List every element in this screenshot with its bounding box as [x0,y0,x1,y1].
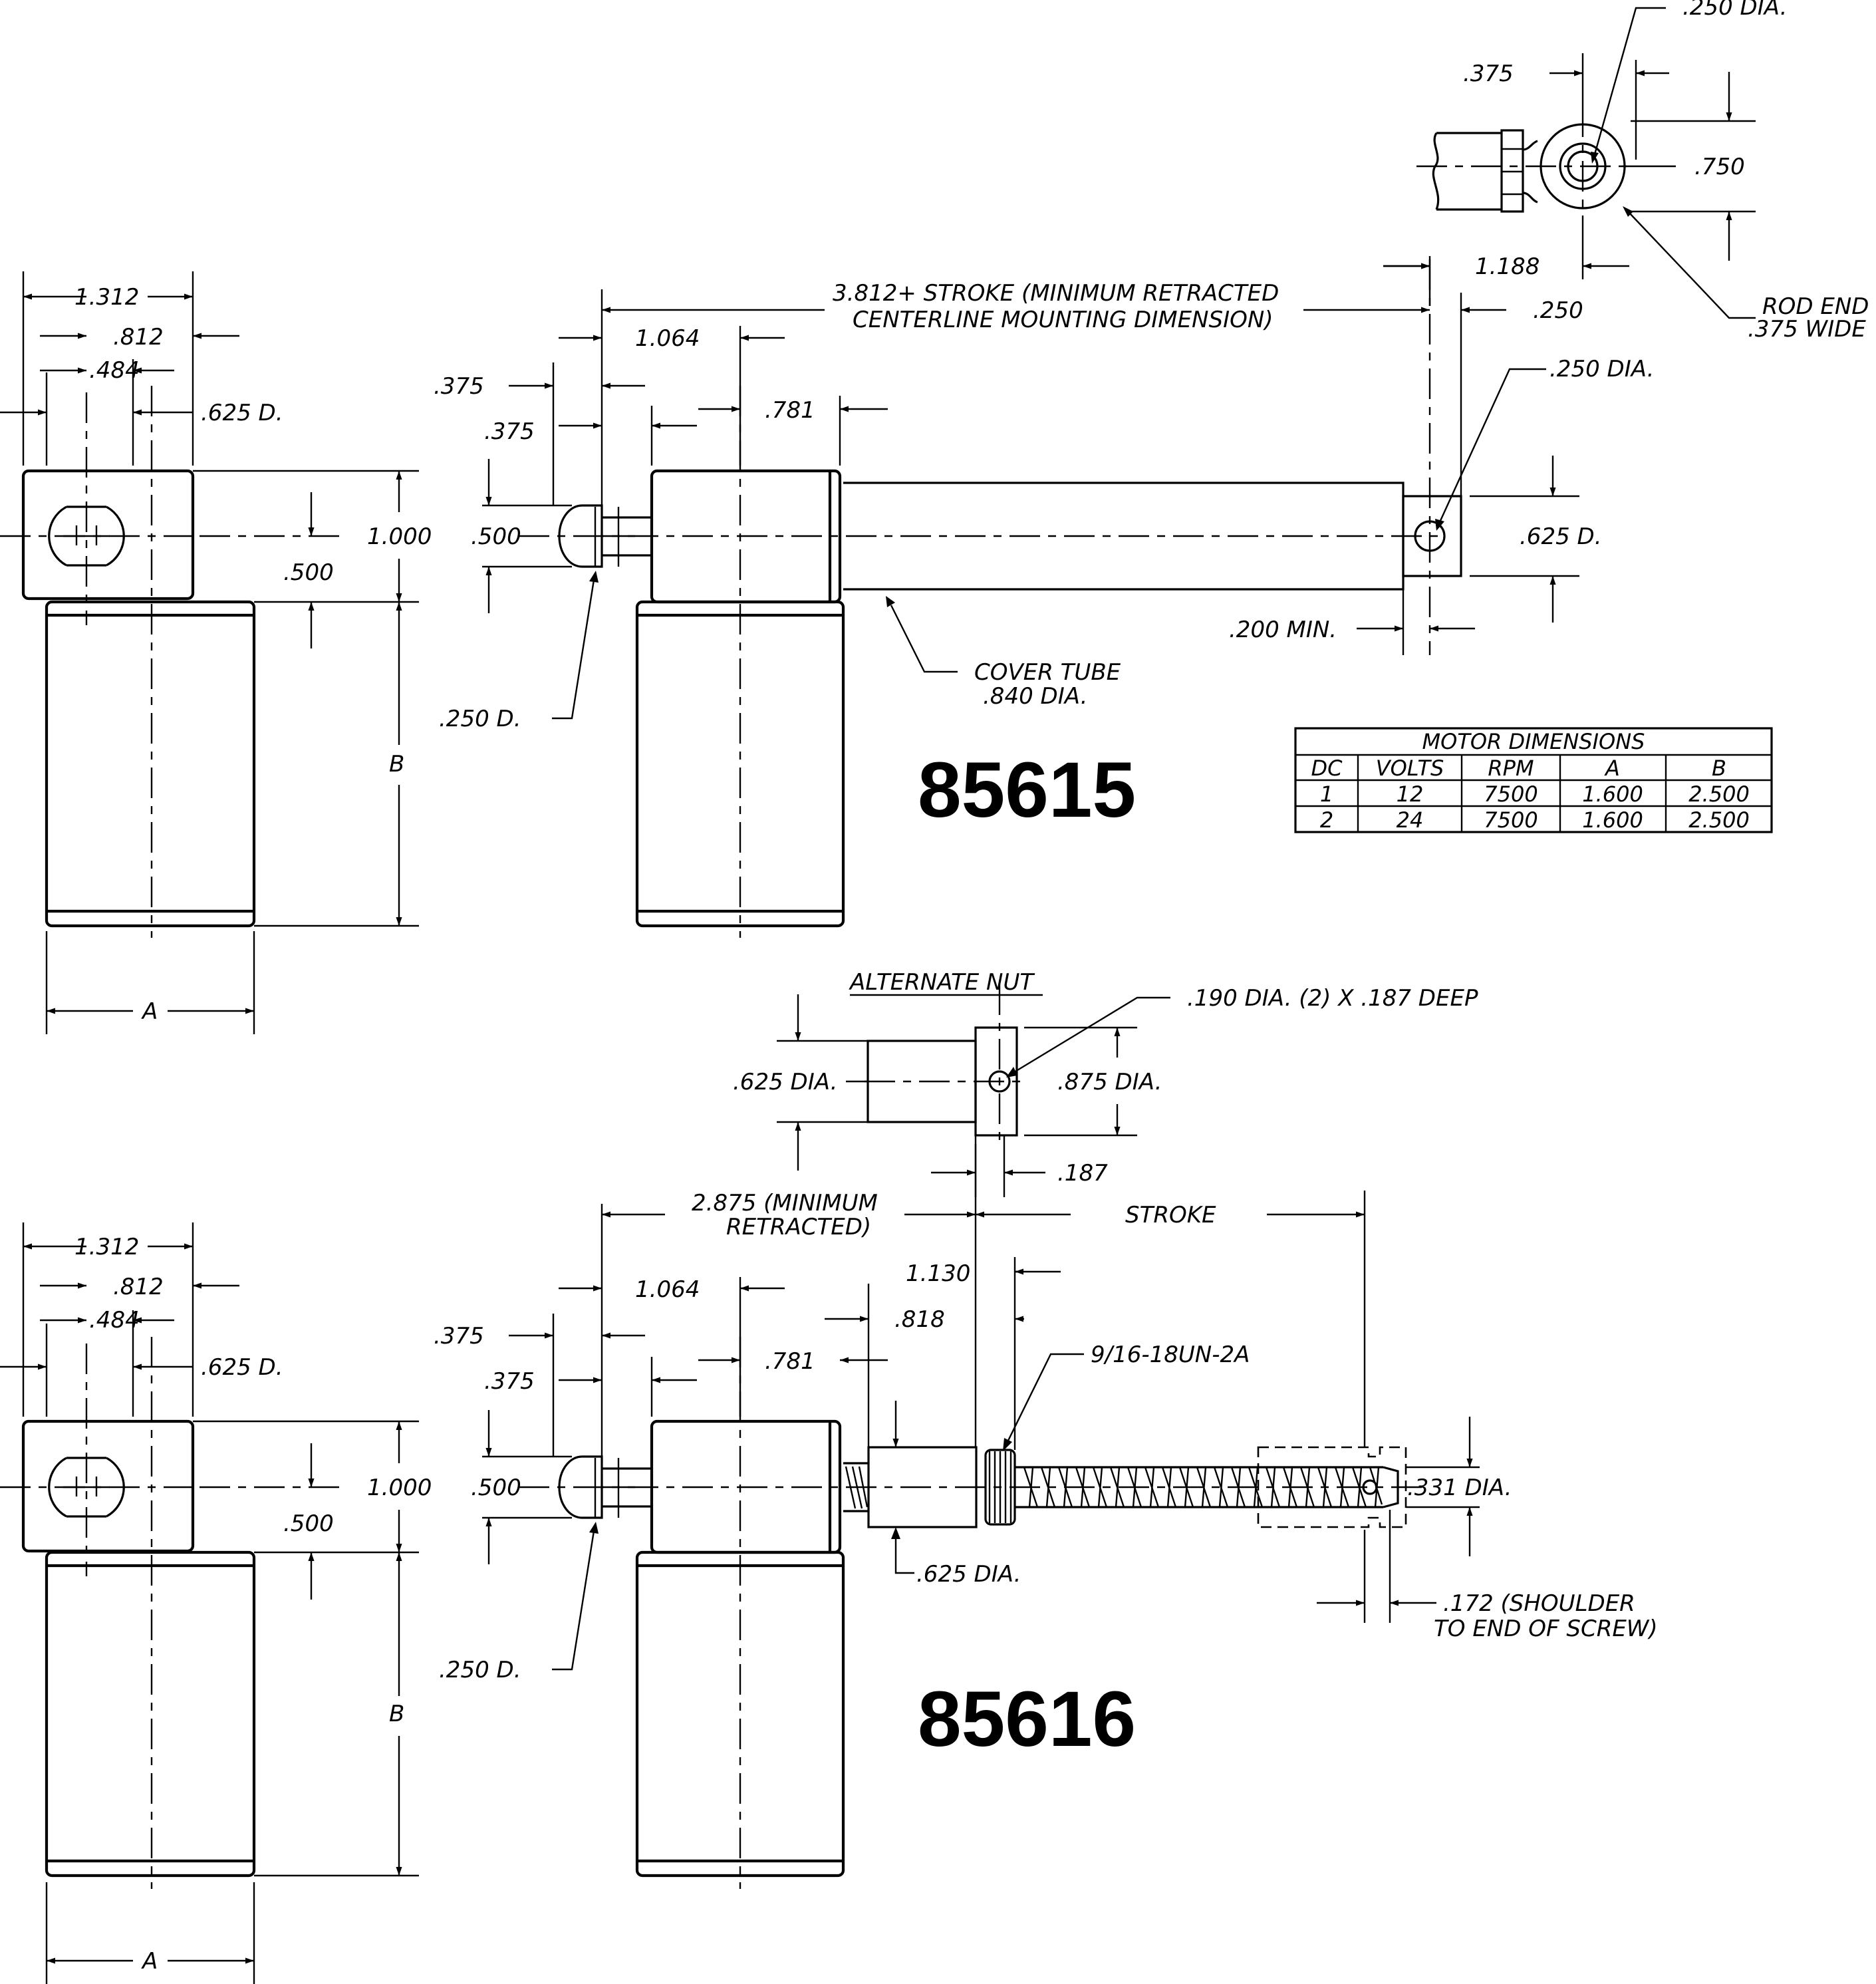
table-header-volts: VOLTS [1376,756,1444,781]
alt-nut-875-label: .875 DIA. [1057,1069,1162,1095]
table-cell: 7500 [1484,807,1538,833]
dim-500-label: .500 [471,1475,521,1501]
table-cell: 1.600 [1582,807,1643,833]
table-title: MOTOR DIMENSIONS [1422,729,1645,754]
rod-end-note-2: .375 WIDE [1748,316,1866,343]
dim-250d-label: .250 D. [439,706,521,732]
model-85615-label: 85615 [918,746,1136,834]
side-625d-label: .625 D. [201,1354,283,1381]
dim-500-label: .500 [471,523,521,550]
rod-end-dia-label: .250 DIA. [1682,0,1787,21]
table-cell: 7500 [1484,781,1538,807]
dim-375-outer-label: .375 [434,1323,484,1349]
min-retracted-line-2: RETRACTED) [726,1214,871,1240]
dim-375-outer-label: .375 [434,373,484,400]
retracted-line-1: 3.812+ STROKE (MINIMUM RETRACTED [833,280,1279,307]
rod-end-length-label: 1.188 [1475,253,1540,280]
side-484-label: .484 [89,1307,140,1334]
alt-nut-hole-label: .190 DIA. (2) X .187 DEEP [1187,985,1478,1012]
alt-nut-187-label: .187 [1057,1160,1108,1187]
cover-tube-label-1: COVER TUBE [974,659,1121,686]
nut-dia-label: .625 DIA. [916,1561,1021,1588]
shoulder-label-2: TO END OF SCREW) [1434,1616,1658,1642]
dim-b-label: B [389,1701,404,1727]
dim-1130-label: 1.130 [906,1260,970,1287]
rod-end-detail: .250 DIA. .375 .750 1.188 ROD END .375 W… [1383,0,1869,343]
dim-781-label: .781 [765,397,815,424]
rod-end-note-1: ROD END [1762,293,1869,320]
upper-front-view: 3.812+ STROKE (MINIMUM RETRACTED CENTERL… [434,256,1654,938]
dim-781-label: .781 [765,1348,815,1375]
table-cell: 1.600 [1582,781,1643,807]
model-85616-label: 85616 [918,1675,1136,1763]
side-height-label: 1.000 [367,1475,432,1501]
dim-250dia-label: .250 DIA. [1549,356,1654,382]
thread-spec-label: 9/16-18UN-2A [1091,1342,1250,1368]
table-cell: 2.500 [1688,807,1750,833]
motor-dimensions-table: MOTOR DIMENSIONS DC VOLTS RPM A B 1 12 7… [1294,727,1773,833]
table-cell: 12 [1397,781,1424,807]
side-width-label: 1.312 [74,284,139,311]
alt-nut-title: ALTERNATE NUT [849,969,1035,996]
side-625d-label: .625 D. [201,400,283,426]
table-cell: 2 [1320,807,1333,833]
side-812-label: .812 [113,324,164,351]
lower-front-view: 2.875 (MINIMUM RETRACTED) STROKE 1.064 1… [434,1144,1658,1889]
dim-375-inner-label: .375 [484,418,535,445]
side-height-label: 1.000 [367,523,432,550]
lower-side-view: 1.312 .812 .484 .625 D. 1.000 .500 B A [0,1222,432,1984]
dim-250d-label: .250 D. [439,1657,521,1683]
dim-200min-label: .200 MIN. [1229,617,1337,643]
table-cell: 24 [1397,807,1424,833]
alternate-nut-detail: ALTERNATE NUT .190 DIA. (2) X .187 DEEP … [733,969,1478,1197]
dim-818-label: .818 [894,1306,945,1333]
side-484-label: .484 [89,357,140,384]
table-header-b: B [1712,756,1726,781]
dim-1064-label: 1.064 [635,1276,700,1303]
dim-a-label: A [141,1948,158,1975]
screw-dia-label: .331 DIA. [1407,1475,1512,1501]
rod-end-height-label: .750 [1694,154,1745,180]
table-header-rpm: RPM [1488,756,1534,781]
dim-625d-label: .625 D. [1520,523,1602,550]
table-cell: 1 [1320,781,1333,807]
alt-nut-625-label: .625 DIA. [733,1069,837,1095]
table-cell: 2.500 [1688,781,1750,807]
side-812-label: .812 [113,1274,164,1300]
table-header-dc: DC [1311,756,1343,781]
upper-side-view: 1.312 .812 .484 .625 D. 1.000 .500 B A [0,271,432,1034]
dim-250-label: .250 [1533,297,1583,324]
dim-b-label: B [389,751,404,778]
rod-end-offset-label: .375 [1463,61,1514,87]
cover-tube-label-2: .840 DIA. [983,683,1087,710]
table-header-a: A [1604,756,1620,781]
shoulder-label-1: .172 (SHOULDER [1443,1590,1635,1617]
side-500-label: .500 [283,559,334,586]
dim-a-label: A [141,998,158,1025]
dim-1064-label: 1.064 [635,325,700,352]
side-500-label: .500 [283,1510,334,1537]
dim-375-inner-label: .375 [484,1368,535,1395]
side-width-label: 1.312 [74,1234,139,1260]
retracted-line-2: CENTERLINE MOUNTING DIMENSION) [853,307,1273,333]
stroke-label: STROKE [1125,1202,1216,1228]
min-retracted-line-1: 2.875 (MINIMUM [692,1190,878,1216]
